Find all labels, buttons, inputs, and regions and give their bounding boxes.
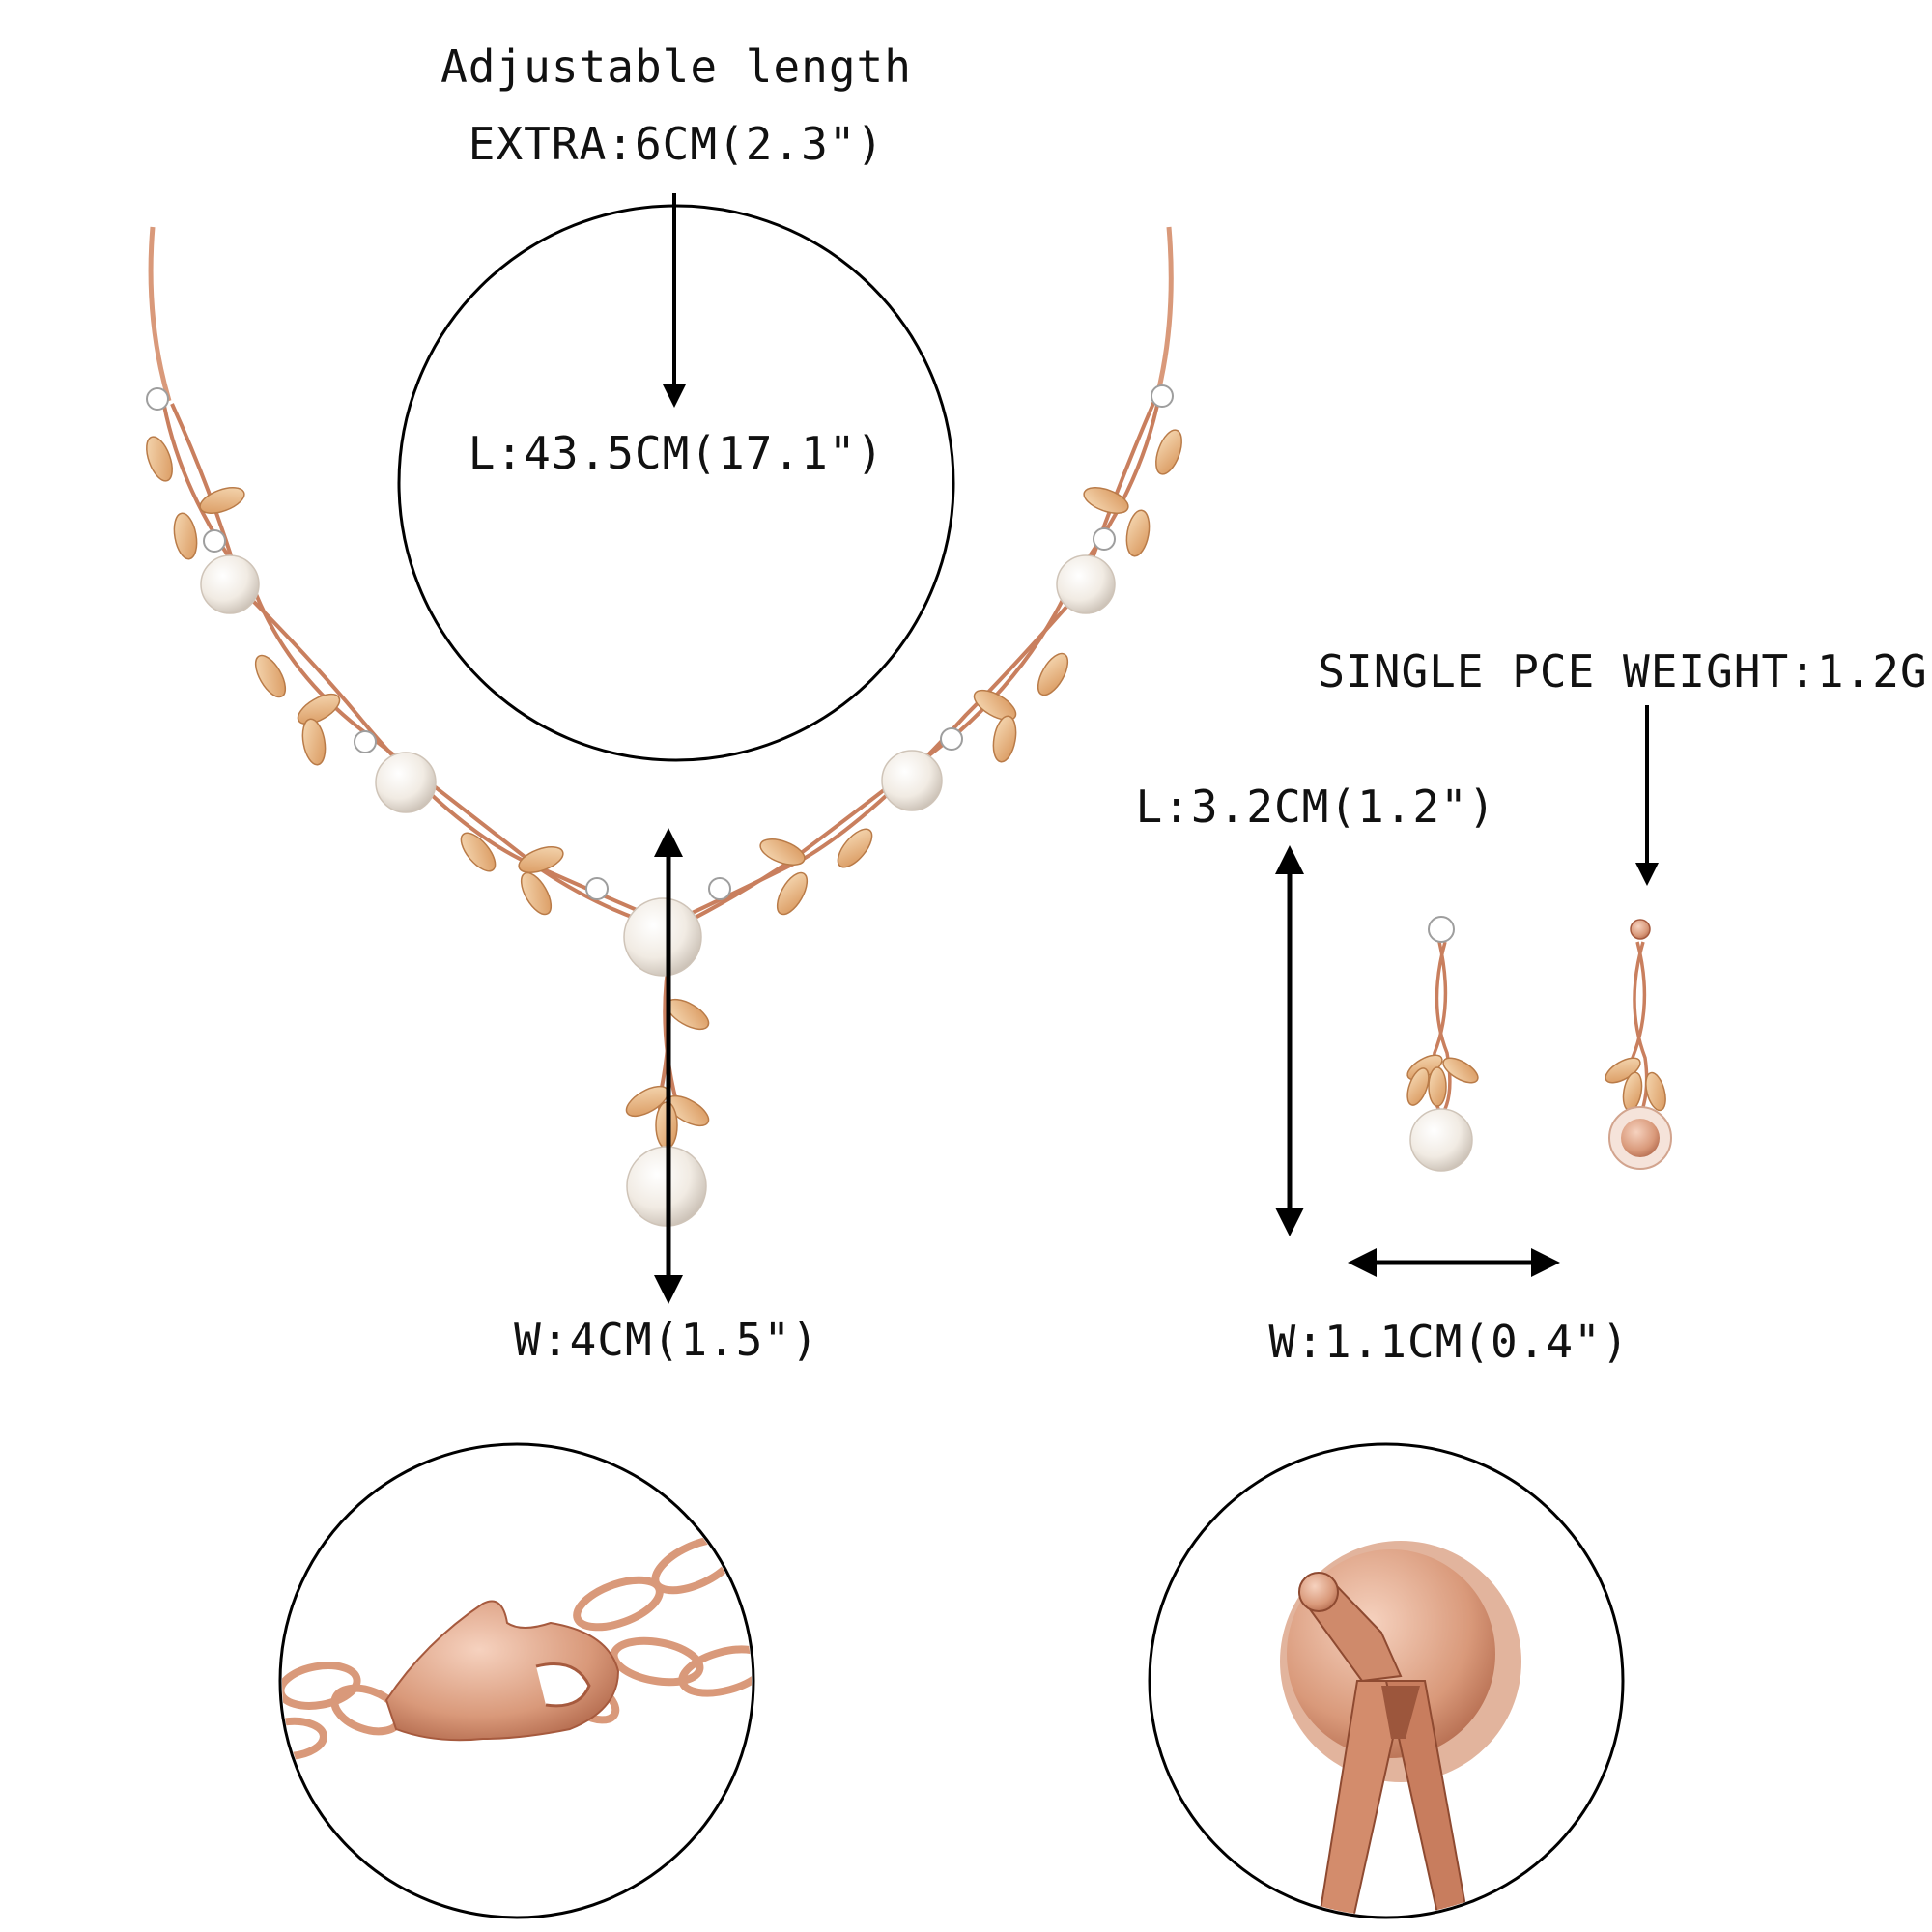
necklace-stones — [146, 429, 1182, 1150]
necklace-chain — [148, 226, 1174, 402]
earring-back — [1605, 919, 1672, 1170]
necklace-vine — [162, 395, 1161, 1161]
clasp-detail — [278, 1442, 755, 1919]
necklace-length-label: L:43.5CM(17.1") — [468, 427, 885, 479]
earring-front — [1406, 916, 1479, 1172]
earring-weight-label: SINGLE PCE WEIGHT:1.2G — [1318, 645, 1928, 697]
earring-back-detail — [1148, 1442, 1625, 1919]
adjustable-length-label: Adjustable length — [440, 41, 912, 93]
necklace-width-label: W:4CM(1.5") — [514, 1314, 819, 1366]
extra-length-label: EXTRA:6CM(2.3") — [468, 118, 885, 170]
earring-length-label: L:3.2CM(1.2") — [1135, 781, 1496, 833]
earring-width-label: W:1.1CM(0.4") — [1268, 1316, 1630, 1368]
necklace-crystals — [146, 384, 1174, 900]
